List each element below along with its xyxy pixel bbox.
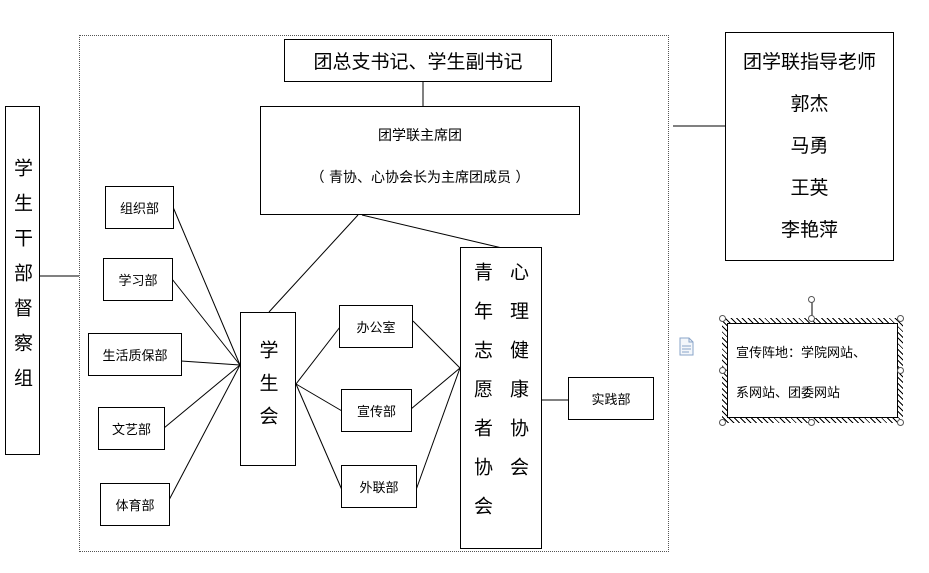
top-leadership-box: 团总支书记、学生副书记 bbox=[284, 39, 552, 82]
dept-external-label: 外联部 bbox=[359, 481, 399, 496]
advisor-name: 郭杰 bbox=[790, 93, 829, 115]
dept-external-box: 外联部 bbox=[341, 465, 417, 508]
resize-handle-n[interactable] bbox=[808, 315, 815, 322]
org-frame bbox=[79, 35, 669, 552]
resize-handle-s[interactable] bbox=[808, 419, 815, 426]
resize-handle-sw[interactable] bbox=[719, 419, 726, 426]
resize-handle-se[interactable] bbox=[897, 419, 904, 426]
dept-publicity-label: 宣传部 bbox=[356, 405, 396, 420]
student-union-box: 学生会 bbox=[240, 312, 296, 466]
publicity-line-2: 系网站、团委网站 bbox=[736, 386, 841, 401]
dept-art-label: 文艺部 bbox=[111, 423, 151, 438]
supervision-label: 学生干部督察组 bbox=[11, 158, 33, 403]
volunteer-association-label: 青年志愿者协会 bbox=[471, 262, 493, 535]
resize-handle-ne[interactable] bbox=[897, 315, 904, 322]
top-leadership-label: 团总支书记、学生副书记 bbox=[313, 51, 523, 73]
supervision-box: 学生干部督察组 bbox=[5, 106, 40, 455]
associations-box: 心理健康协会 青年志愿者协会 bbox=[460, 247, 542, 549]
dept-practice-label: 实践部 bbox=[591, 393, 631, 408]
advisor-name: 王英 bbox=[790, 177, 829, 199]
document-icon bbox=[679, 337, 694, 356]
publicity-line-1: 宣传阵地：学院网站、 bbox=[736, 346, 867, 361]
dept-office-box: 办公室 bbox=[339, 305, 413, 348]
rotate-handle[interactable] bbox=[808, 296, 815, 303]
presidium-note: （ 青协、心协会长为主席团成员 ） bbox=[310, 170, 530, 186]
resize-handle-nw[interactable] bbox=[719, 315, 726, 322]
resize-handle-w[interactable] bbox=[719, 367, 726, 374]
psych-association-label: 心理健康协会 bbox=[507, 262, 529, 496]
advisor-name: 马勇 bbox=[790, 135, 829, 157]
dept-organization-box: 组织部 bbox=[105, 186, 174, 229]
presidium-box: 团学联主席团 （ 青协、心协会长为主席团成员 ） bbox=[260, 106, 580, 215]
dept-life-label: 生活质保部 bbox=[102, 349, 168, 364]
dept-publicity-box: 宣传部 bbox=[341, 389, 412, 432]
dept-life-box: 生活质保部 bbox=[88, 333, 182, 376]
advisor-name: 李艳萍 bbox=[780, 219, 838, 241]
advisors-box: 团学联指导老师 郭杰 马勇 王英 李艳萍 bbox=[725, 32, 894, 261]
dept-organization-label: 组织部 bbox=[119, 202, 159, 217]
dept-art-box: 文艺部 bbox=[98, 407, 165, 450]
dept-sports-label: 体育部 bbox=[115, 499, 155, 514]
publicity-textbox[interactable]: 宣传阵地：学院网站、 系网站、团委网站 bbox=[727, 323, 898, 418]
resize-handle-e[interactable] bbox=[897, 367, 904, 374]
dept-sports-box: 体育部 bbox=[100, 483, 170, 526]
dept-study-label: 学习部 bbox=[118, 274, 158, 289]
advisors-title: 团学联指导老师 bbox=[742, 51, 876, 73]
presidium-title: 团学联主席团 bbox=[378, 128, 462, 144]
dept-study-box: 学习部 bbox=[103, 258, 173, 301]
dept-practice-box: 实践部 bbox=[568, 377, 654, 420]
student-union-label: 学生会 bbox=[256, 339, 279, 439]
dept-office-label: 办公室 bbox=[356, 321, 396, 336]
